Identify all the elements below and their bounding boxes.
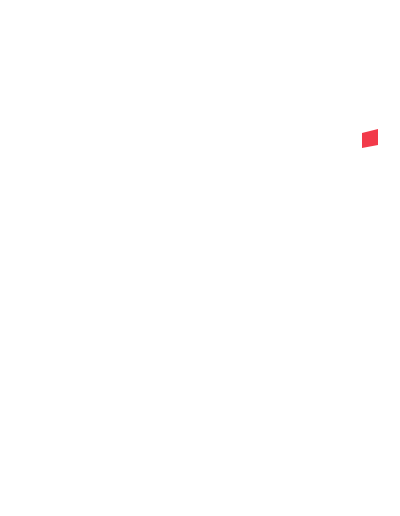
red-marker-polygon <box>362 129 378 148</box>
red-marker-shape <box>362 129 378 148</box>
